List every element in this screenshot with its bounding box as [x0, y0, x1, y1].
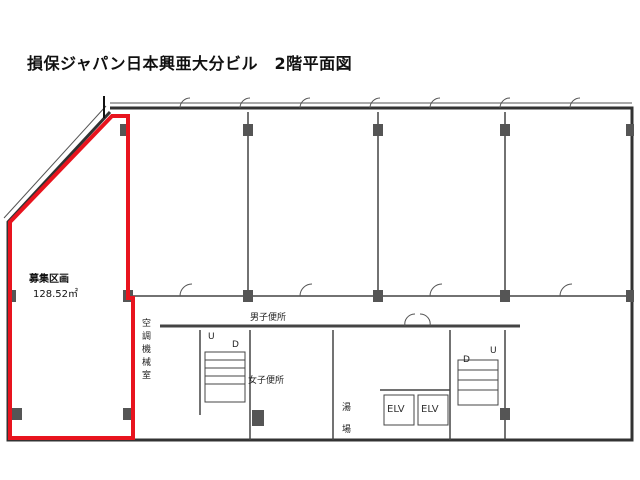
stairs — [204, 351, 499, 406]
womens-restroom-label: 女子便所 — [248, 376, 285, 386]
rental-area-size: 128.52㎡ — [33, 289, 78, 300]
elevators — [383, 394, 449, 426]
mens-restroom-label: 男子便所 — [250, 313, 287, 323]
elevator-1-label: ELV — [387, 404, 405, 415]
stair-left-down-label: D — [232, 340, 239, 350]
page-title: 損保ジャパン日本興亜大分ビル 2階平面図 — [27, 54, 353, 73]
window-line — [3, 102, 632, 219]
stair-right-up-label: U — [490, 346, 497, 356]
kitchen-label-top: 湯 — [342, 403, 352, 413]
exterior-walls — [6, 106, 634, 442]
rental-area-outline — [8, 114, 135, 440]
rental-area-label: 募集区画 — [29, 274, 69, 285]
machine-room-label: 空調機械室 — [142, 319, 152, 381]
stair-left-up-label: U — [208, 332, 215, 342]
columns — [8, 124, 634, 426]
elevator-2-label: ELV — [421, 404, 439, 415]
partitions — [132, 112, 632, 440]
stair-right-down-label: D — [463, 355, 470, 365]
doors — [179, 97, 581, 327]
kitchen-label-bottom: 場 — [342, 425, 352, 435]
